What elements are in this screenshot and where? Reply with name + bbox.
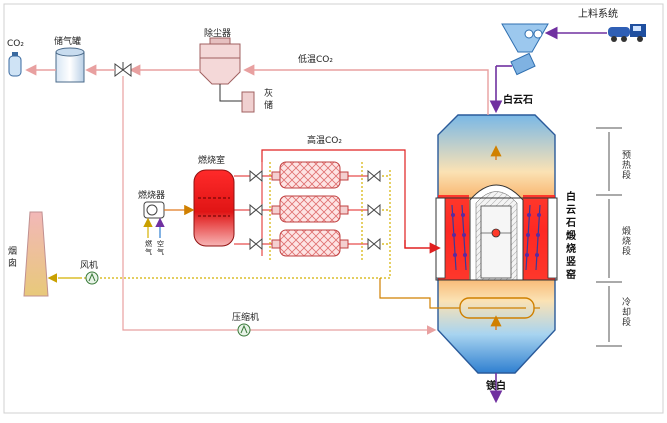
co2-output-label: CO₂ <box>7 39 24 49</box>
ash-bin-label-1: 灰 <box>264 87 273 99</box>
feed-truck-icon <box>608 24 646 42</box>
dust-collector-label: 除尘器 <box>204 27 231 39</box>
low-temp-co2-line <box>243 64 489 115</box>
high-temp-co2-line <box>261 149 406 248</box>
chimney-icon <box>23 211 49 297</box>
combustion-chamber-icon <box>193 169 235 247</box>
compressor-label: 压缩机 <box>232 311 259 323</box>
preheat-zone-label: 预热段 <box>622 150 631 181</box>
dust-collector-icon <box>199 37 241 85</box>
regenerator-valves-icon <box>249 169 381 251</box>
feed-system-label: 上料系统 <box>578 7 618 20</box>
low-temp-co2-label: 低温CO₂ <box>298 53 333 65</box>
burner-icon <box>143 201 165 219</box>
shaft-kiln <box>435 114 558 374</box>
discharge-label: 镁白 <box>486 379 506 392</box>
gas-tank-label: 储气罐 <box>54 35 81 47</box>
chimney-label: 烟囱 <box>8 245 17 269</box>
ash-bin-label-2: 储 <box>264 99 273 111</box>
calcination-zone-label: 煅烧段 <box>622 225 631 257</box>
fan-icon <box>85 271 99 285</box>
fuel-gas-label: 燃气 <box>145 239 152 256</box>
compressor-icon <box>237 323 251 337</box>
gas-tank-icon <box>55 47 85 83</box>
zone-brackets <box>596 127 622 347</box>
regenerator-stack <box>271 161 349 257</box>
cooling-zone-label: 冷却段 <box>622 296 631 328</box>
compressor-loop-line <box>122 76 437 335</box>
co2-cylinder-icon <box>8 52 22 77</box>
calcination-frame <box>435 197 558 281</box>
kiln-name-label: 白云石煅烧竖窑 <box>565 190 577 281</box>
burner-label: 燃烧器 <box>138 189 165 201</box>
feed-hopper-icon <box>501 23 549 76</box>
air-label: 空气 <box>157 239 164 256</box>
ash-bin <box>241 91 255 113</box>
dolomite-label: 白云石 <box>503 93 533 106</box>
fan-label: 风机 <box>80 259 98 271</box>
ash-line <box>219 84 242 102</box>
to-kiln-line <box>404 240 441 254</box>
combustion-chamber-label: 燃烧室 <box>198 154 225 166</box>
cooling-return-line <box>379 278 460 309</box>
frame-border <box>3 3 664 414</box>
high-temp-co2-label: 高温CO₂ <box>307 134 342 146</box>
top-valve-icon <box>114 62 132 77</box>
